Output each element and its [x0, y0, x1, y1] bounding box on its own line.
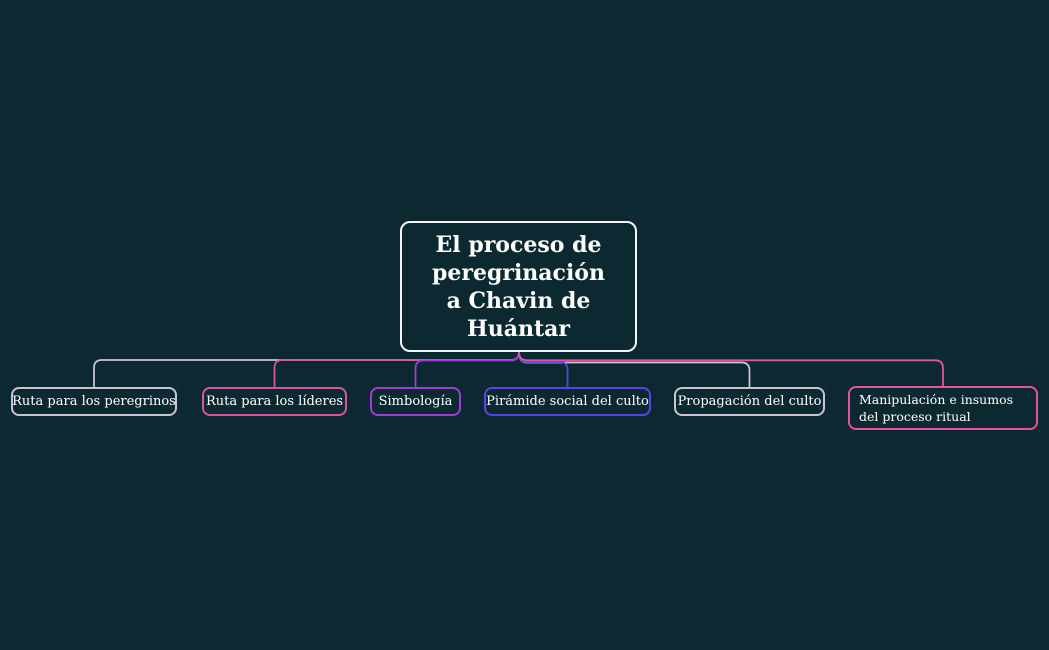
root-node[interactable]: El proceso de peregrinación a Chavin de … [400, 221, 637, 352]
connector-piramide [518, 351, 569, 387]
connector-simbologia [414, 351, 520, 387]
node-manipulacion-e-insumos[interactable]: Manipulación e insumos del proceso ritua… [848, 386, 1038, 430]
node-simbologia[interactable]: Simbología [370, 387, 461, 416]
node-piramide-social-del-culto[interactable]: Pirámide social del culto [484, 387, 651, 416]
connector-manipulacion [518, 351, 944, 386]
node-propagacion-del-culto[interactable]: Propagación del culto [674, 387, 825, 416]
connector-ruta-lideres [273, 351, 520, 387]
connector-ruta-peregrinos [93, 351, 520, 387]
node-ruta-para-los-peregrinos[interactable]: Ruta para los peregrinos [11, 387, 177, 416]
connector-propagacion [518, 351, 751, 387]
node-ruta-para-los-lideres[interactable]: Ruta para los líderes [202, 387, 347, 416]
